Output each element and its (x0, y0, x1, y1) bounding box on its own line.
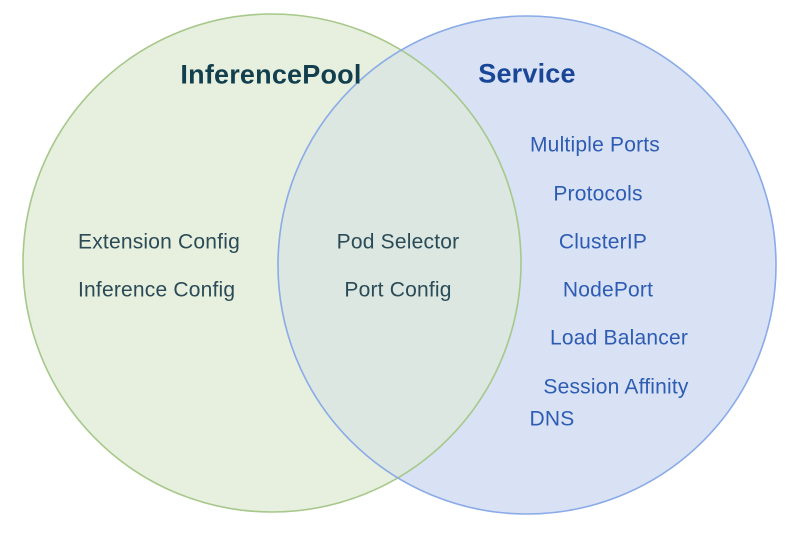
right-item-clusterip: ClusterIP (558, 230, 648, 254)
right-item-load-balancer: Load Balancer (549, 326, 689, 350)
right-circle-border (277, 15, 777, 515)
left-circle-title: InferencePool (180, 59, 362, 90)
left-item-extension-config: Extension Config (78, 230, 240, 254)
overlap-item-port-config: Port Config (344, 278, 452, 302)
right-item-session-affinity: Session Affinity (543, 375, 689, 399)
right-item-nodeport: NodePort (562, 278, 654, 302)
right-item-multiple-ports: Multiple Ports (529, 133, 661, 157)
right-item-protocols: Protocols (553, 182, 643, 206)
right-circle-title: Service (478, 58, 576, 89)
left-item-inference-config: Inference Config (78, 278, 236, 302)
right-item-dns: DNS (529, 407, 575, 431)
left-circle-border (22, 13, 522, 513)
overlap-region (278, 16, 521, 512)
overlap-item-pod-selector: Pod Selector (336, 230, 460, 254)
